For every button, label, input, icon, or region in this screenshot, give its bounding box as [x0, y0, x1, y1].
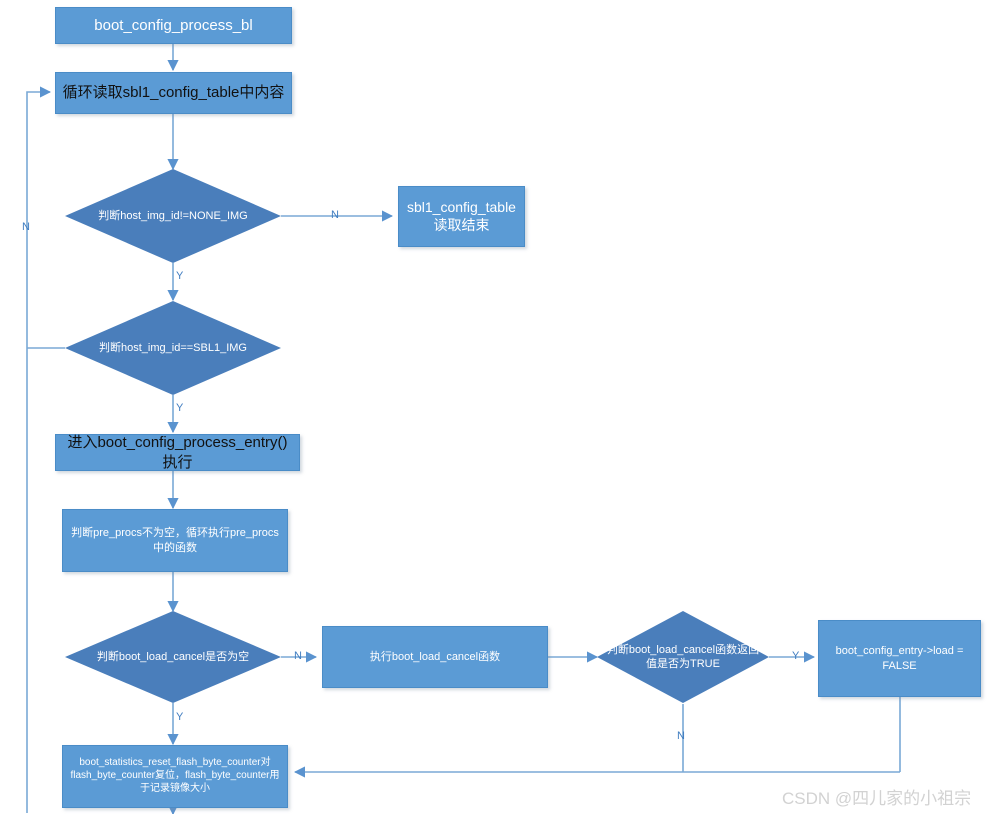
node-start[interactable]: boot_config_process_bl — [55, 7, 292, 44]
edge-label-load-cancel-no: N — [294, 650, 302, 662]
csdn-watermark: CSDN @四儿家的小祖宗 — [782, 789, 972, 808]
node-reset-flash-byte-counter[interactable]: boot_statistics_reset_flash_byte_counter… — [62, 745, 288, 808]
edge-label-load-cancel-yes: Y — [176, 711, 184, 723]
node-exec-load-cancel-label: 执行boot_load_cancel函数 — [369, 650, 501, 663]
node-pre-procs-loop-label: 判断pre_procs不为空，循环执行pre_procs中的函数 — [71, 527, 279, 554]
edge-label-none-img-yes: Y — [176, 270, 184, 282]
node-set-config-entry-load-false[interactable]: boot_config_entry->load = FALSE — [818, 620, 981, 697]
node-set-config-entry-load-false-label: boot_config_entry->load = FALSE — [835, 645, 964, 672]
node-table-read-end-line2: 读取结束 — [433, 216, 490, 233]
edge-label-sbl1-img-no: N — [22, 221, 30, 233]
node-decision-host-img-not-none-label: 判断host_img_id!=NONE_IMG — [98, 209, 248, 222]
node-decision-host-img-not-none[interactable]: 判断host_img_id!=NONE_IMG — [65, 169, 281, 263]
node-read-config-table[interactable]: 循环读取sbl1_config_table中内容 — [55, 72, 292, 114]
node-exec-load-cancel[interactable]: 执行boot_load_cancel函数 — [322, 626, 548, 688]
node-decision-load-cancel-empty-label: 判断boot_load_cancel是否为空 — [96, 650, 250, 663]
node-decision-load-cancel-returns-true[interactable]: 判断boot_load_cancel函数返回值是否为TRUE — [597, 611, 769, 703]
edge-label-cancel-true-no: N — [677, 730, 685, 742]
node-decision-load-cancel-empty[interactable]: 判断boot_load_cancel是否为空 — [65, 611, 281, 703]
node-decision-load-cancel-returns-true-label: 判断boot_load_cancel函数返回值是否为TRUE — [606, 643, 760, 670]
node-read-config-table-label: 循环读取sbl1_config_table中内容 — [62, 84, 285, 102]
node-start-label: boot_config_process_bl — [94, 16, 253, 34]
edge-label-sbl1-img-yes: Y — [176, 402, 184, 414]
node-decision-host-img-is-sbl1-label: 判断host_img_id==SBL1_IMG — [99, 341, 247, 354]
node-pre-procs-loop[interactable]: 判断pre_procs不为空，循环执行pre_procs中的函数 — [62, 509, 288, 572]
node-enter-config-process-entry-label: 进入boot_config_process_entry()执行 — [67, 434, 288, 471]
connector-loop-back-to-read-table — [26, 86, 52, 813]
node-reset-flash-byte-counter-label: boot_statistics_reset_flash_byte_counter… — [70, 757, 280, 794]
node-table-read-end[interactable]: sbl1_config_table 读取结束 — [398, 186, 525, 247]
node-decision-host-img-is-sbl1[interactable]: 判断host_img_id==SBL1_IMG — [65, 301, 281, 395]
edge-label-cancel-true-yes: Y — [792, 650, 800, 662]
edge-label-none-img-no: N — [331, 209, 339, 221]
node-table-read-end-line1: sbl1_config_table — [407, 198, 516, 215]
node-enter-config-process-entry[interactable]: 进入boot_config_process_entry()执行 — [55, 434, 300, 471]
